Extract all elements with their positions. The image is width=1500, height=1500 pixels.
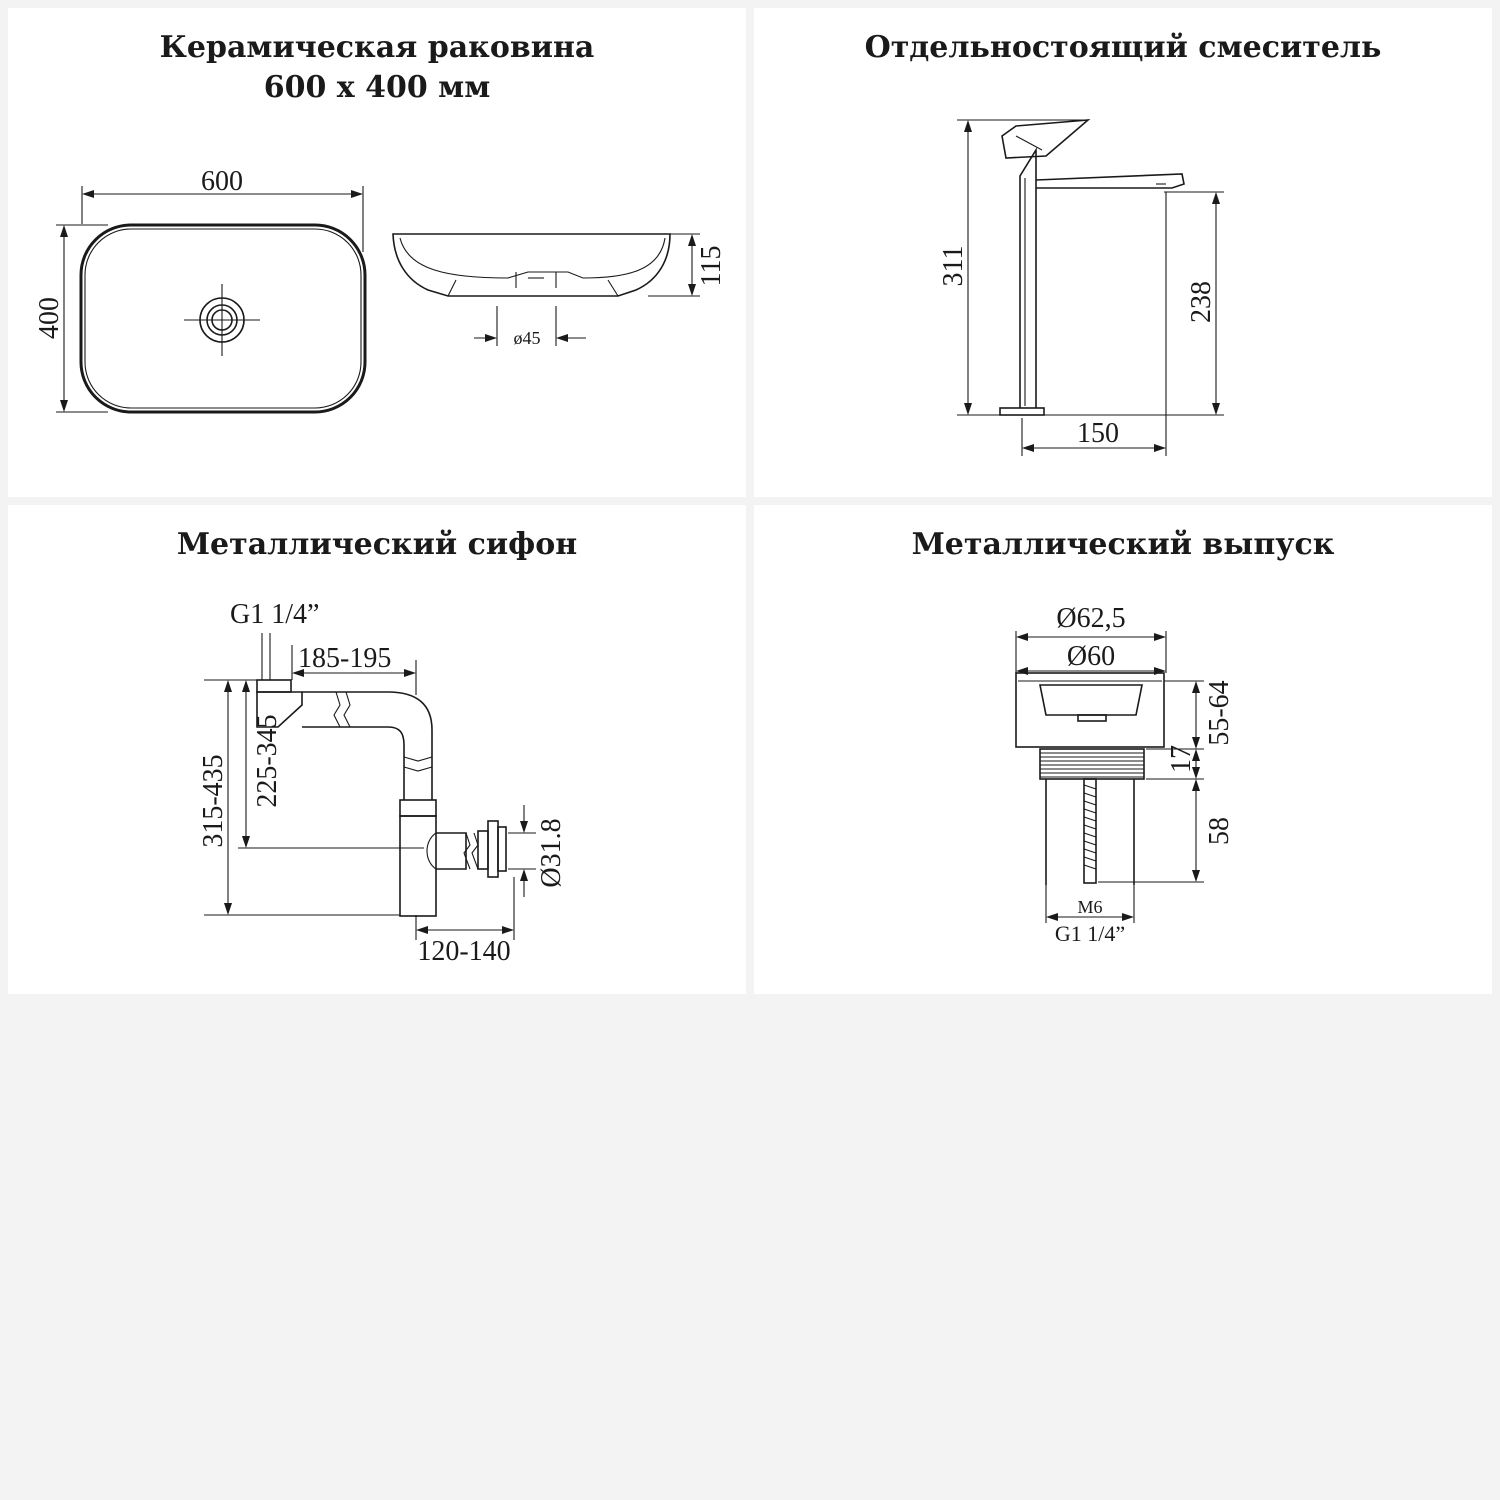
sink-drain-top [184, 284, 260, 356]
sink-top-outer [79, 223, 367, 414]
siphon-horizontal-label: 185-195 [298, 643, 391, 674]
sink-title-line2: 600 x 400 мм [263, 70, 491, 105]
siphon-outlet-length-label: 120-140 [417, 936, 510, 967]
siphon-total-height-label: 315-435 [198, 754, 229, 847]
drain-title: Металлический выпуск [911, 527, 1335, 562]
sink-width-label: 600 [201, 166, 243, 197]
drain-stem-length-label: 58 [1204, 817, 1235, 845]
drain-inner-diameter-label: Ø60 [1067, 641, 1115, 672]
sink-depth-label: 400 [34, 297, 65, 339]
sink-side-view [392, 233, 671, 297]
drain-thread-label: G1 1/4” [1055, 921, 1125, 946]
siphon-outlet-diameter-label: Ø31.8 [536, 818, 567, 887]
siphon-thread-label: G1 1/4” [230, 599, 319, 630]
siphon-panel: Металлический сифон [8, 505, 746, 994]
drain-panel: Металлический выпуск Ø62,5 Ø60 [754, 505, 1492, 994]
siphon-drawing: G1 1/4” 185-195 315-435 225-345 Ø31.8 [198, 599, 567, 967]
sink-panel: Керамическая раковина 600 x 400 мм 600 4… [8, 8, 746, 497]
siphon-title: Металлический сифон [176, 527, 578, 562]
mixer-drawing: 311 238 150 [938, 118, 1224, 456]
mixer-spout-height-label: 238 [1186, 281, 1217, 323]
siphon-inlet-height-label: 225-345 [252, 714, 283, 807]
drain-length-range-label: 55-64 [1204, 680, 1235, 745]
sink-height-label: 115 [696, 246, 727, 287]
sink-drain-diameter-label: ø45 [514, 328, 541, 348]
sink-title: Керамическая раковина 600 x 400 мм [8, 28, 746, 108]
mixer-panel: Отдельностоящий смеситель 311 238 [754, 8, 1492, 497]
drain-thread-length-label: 17 [1166, 745, 1197, 773]
siphon-body [256, 679, 507, 917]
drain-outer-diameter-label: Ø62,5 [1056, 603, 1125, 634]
sink-drawing: 600 400 115 ø45 [34, 166, 727, 414]
sink-top-inner [84, 228, 362, 409]
drain-body [1015, 672, 1165, 885]
mixer-spout-reach-label: 150 [1077, 418, 1119, 449]
sink-title-line1: Керамическая раковина [159, 30, 595, 65]
mixer-title: Отдельностоящий смеситель [864, 30, 1382, 65]
mixer-body [999, 118, 1185, 416]
mixer-total-height-label: 311 [938, 246, 969, 287]
drain-drawing: Ø62,5 Ø60 55-64 17 58 M6 G1 1/4” [1015, 603, 1235, 946]
drain-rod-thread-label: M6 [1077, 897, 1102, 917]
